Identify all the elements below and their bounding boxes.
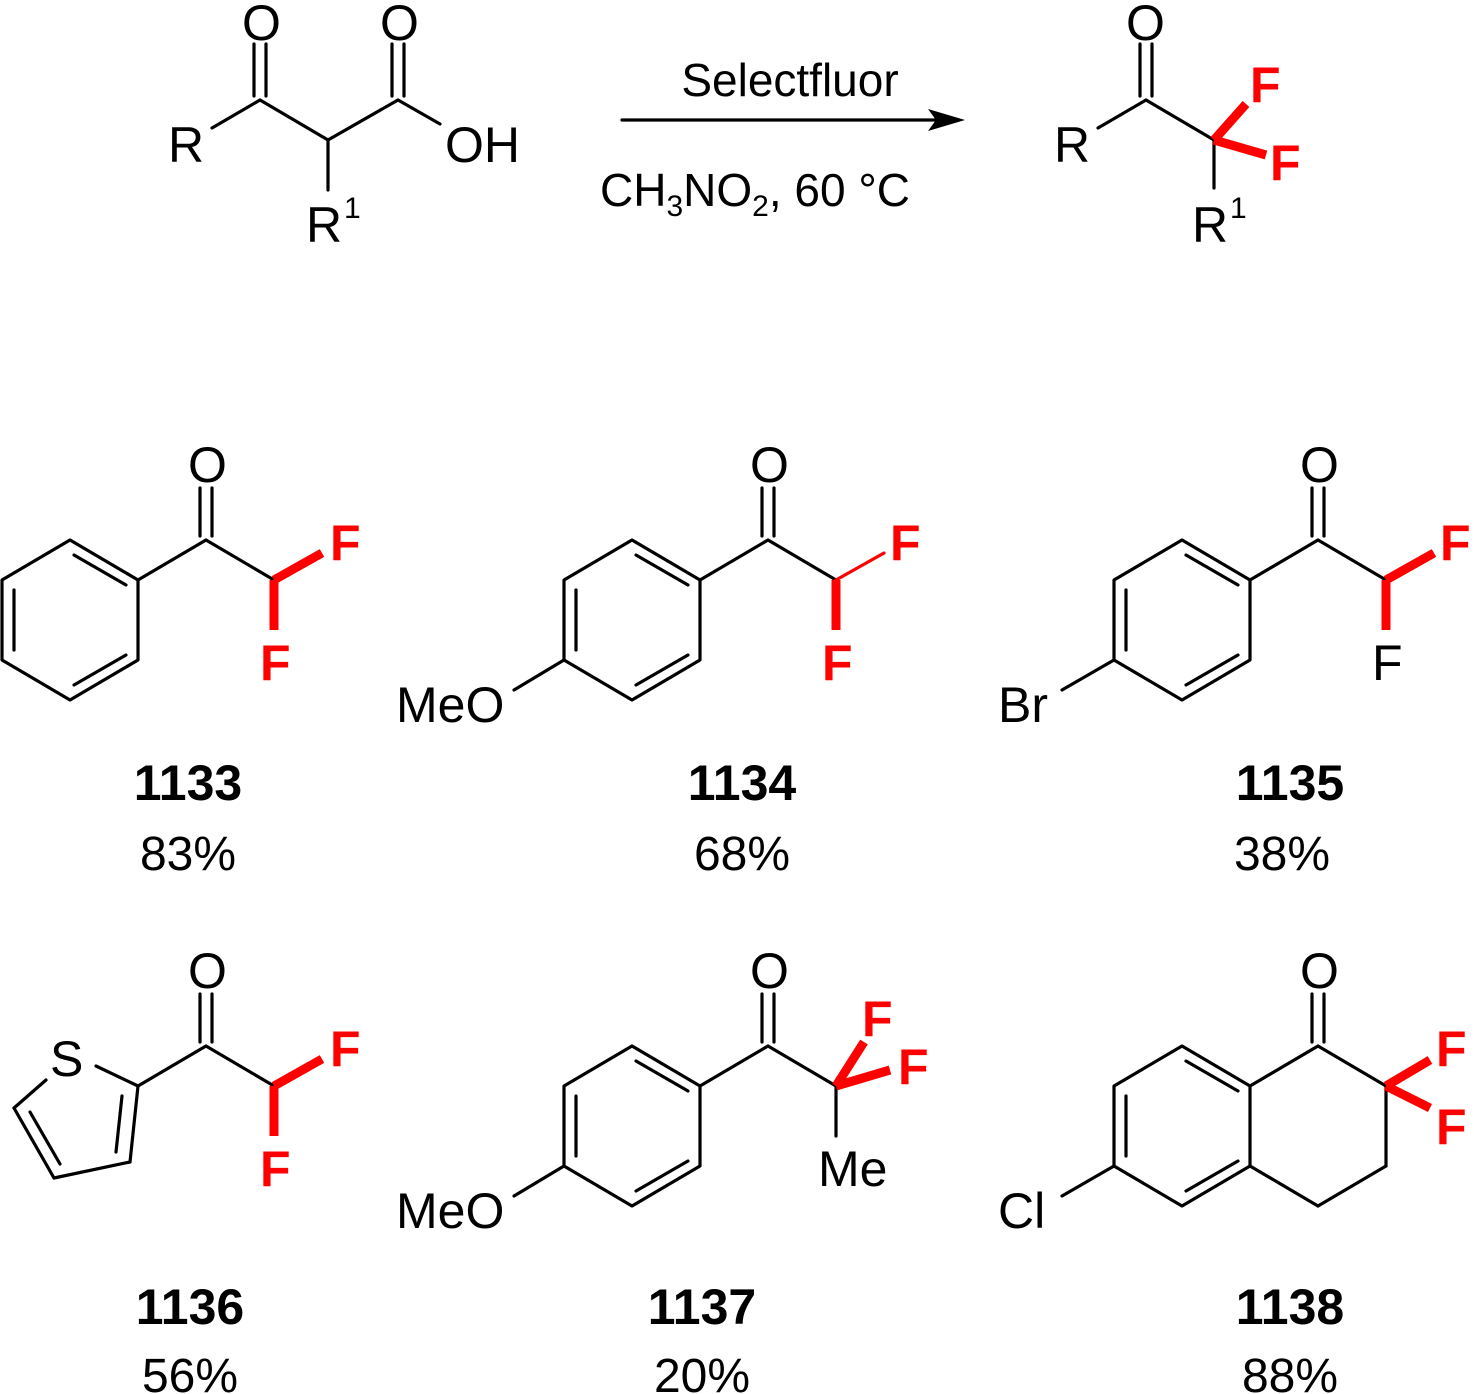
product-r1-label: R (1192, 197, 1228, 253)
compound-1138-yield: 88% (1242, 1350, 1338, 1394)
compound-1138-o-label: O (1300, 943, 1339, 999)
reactant-oh-label: OH (445, 117, 520, 173)
compound-1134-methoxy-label: MeO (396, 677, 504, 733)
compound-1134-f2-label: F (822, 635, 853, 691)
compound-1135-structure: O F F Br (998, 437, 1471, 733)
compound-1138-id: 1138 (1236, 1279, 1344, 1335)
product-r-label: R (1054, 117, 1090, 173)
compound-1135-id: 1135 (1236, 755, 1344, 811)
reactant-acid-o-label: O (380, 0, 419, 51)
compound-1133-f2-label: F (260, 635, 291, 691)
compound-1136-id: 1136 (136, 1279, 244, 1335)
reactant-structure: R O O OH R 1 (168, 0, 520, 253)
conditions-label: CH3NO2, 60 °C (600, 164, 910, 223)
reaction-arrow (620, 109, 965, 131)
compound-1137-f2-label: F (898, 1039, 929, 1095)
product-structure: R O F F R 1 (1054, 0, 1301, 253)
compound-1136-f1-label: F (330, 1021, 361, 1077)
compound-1133-o-label: O (188, 437, 227, 493)
product-r1-superscript: 1 (1230, 192, 1247, 225)
compound-1138-f2-label: F (1436, 1099, 1467, 1155)
compound-1135-f2-label: F (1372, 635, 1403, 691)
compound-1135-bromo-label: Br (998, 677, 1048, 733)
compound-1133-id: 1133 (134, 755, 242, 811)
compound-1134-id: 1134 (688, 755, 797, 811)
compound-1136-yield: 56% (142, 1350, 238, 1394)
compound-1138-f1-label: F (1436, 1021, 1467, 1077)
compound-1134-structure: O F F MeO (396, 437, 921, 733)
compound-1134-o-label: O (750, 437, 789, 493)
compound-1136-o-label: O (188, 943, 227, 999)
compound-1138-chloro-label: Cl (998, 1183, 1045, 1239)
product-f2-label: F (1270, 135, 1301, 191)
compound-1135-o-label: O (1300, 437, 1339, 493)
compound-1137-id: 1137 (648, 1279, 756, 1335)
compound-1137-methoxy-label: MeO (396, 1183, 504, 1239)
compound-1138-structure: O F F Cl (998, 943, 1467, 1239)
compound-1133-f1-label: F (330, 515, 361, 571)
reactant-ketone-o-label: O (242, 0, 281, 51)
compound-1134-f1-label: F (890, 515, 921, 571)
reactant-r1-superscript: 1 (344, 192, 361, 225)
product-f1-label: F (1250, 57, 1281, 113)
compound-1137-yield: 20% (654, 1350, 750, 1394)
product-o-label: O (1126, 0, 1165, 51)
compound-1137-f1-label: F (862, 991, 893, 1047)
reactant-r1-label: R (306, 197, 342, 253)
compound-1136-s-label: S (50, 1031, 83, 1087)
reactant-r-label: R (168, 117, 204, 173)
compound-1135-yield: 38% (1234, 828, 1330, 881)
compound-1137-methyl-label: Me (818, 1141, 887, 1197)
compound-1137-structure: O F F Me MeO (396, 943, 929, 1239)
compound-1136-structure: S O F F (12, 943, 361, 1197)
reagent-label: Selectfluor (681, 54, 898, 106)
compound-1136-f2-label: F (260, 1141, 291, 1197)
compound-1137-o-label: O (750, 943, 789, 999)
compound-1134-yield: 68% (694, 828, 790, 881)
compound-1133-structure: O F F (0, 437, 361, 702)
compound-1135-f1-label: F (1440, 515, 1471, 571)
compound-1133-yield: 83% (140, 828, 236, 881)
